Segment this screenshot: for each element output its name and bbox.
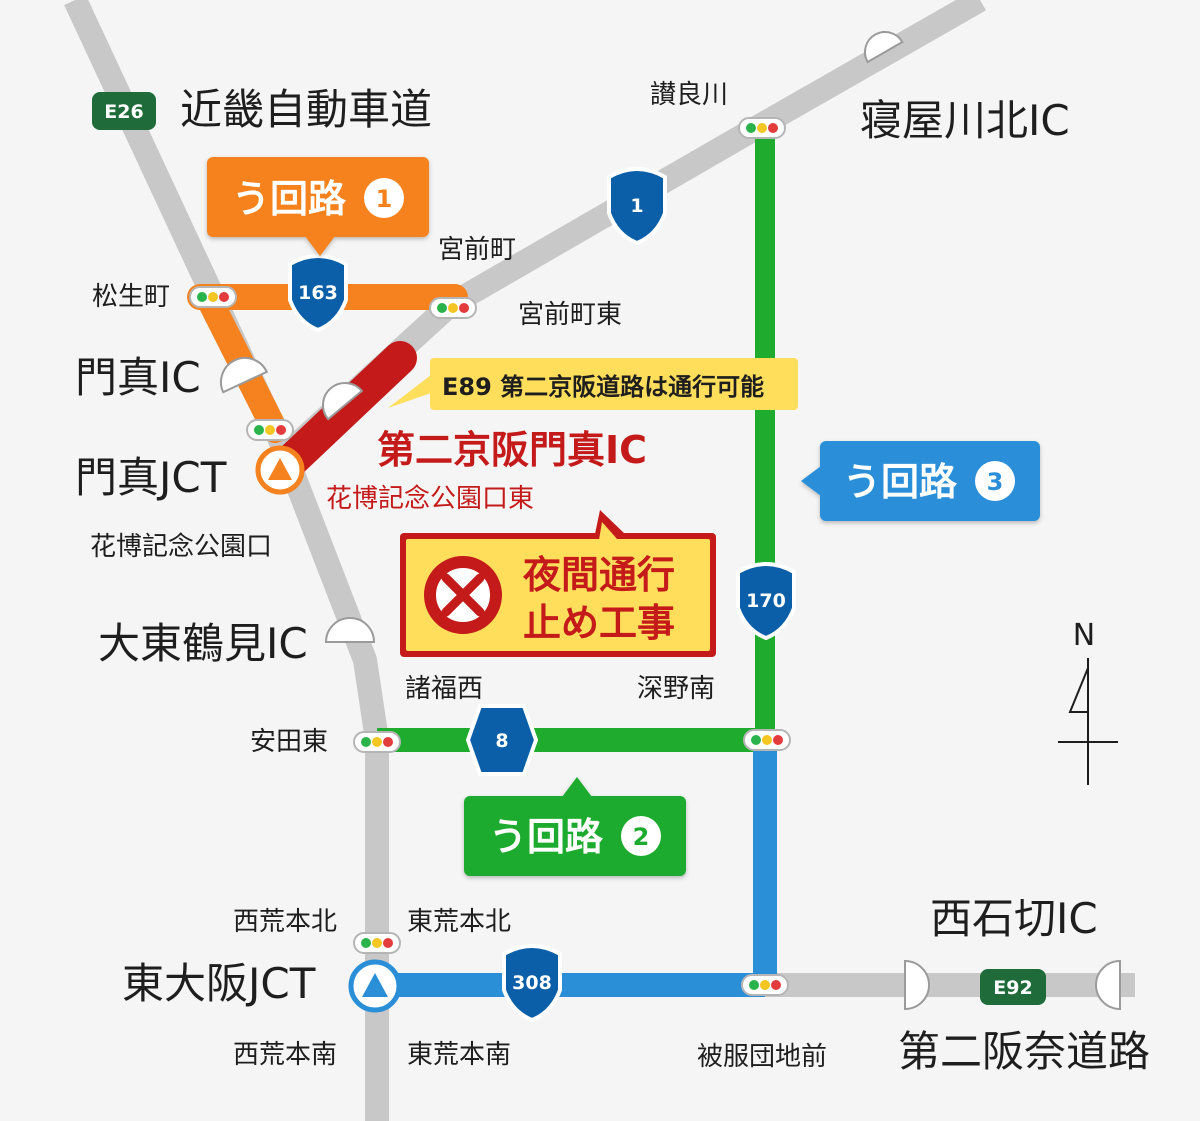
map-labels: 近畿自動車道 讃良川 寝屋川北IC 宮前町 宮前町東 松生町 門真IC 第二京阪… xyxy=(75,80,1150,1076)
e26-name: 近畿自動車道 xyxy=(180,85,432,134)
route-163-badge: 163 xyxy=(288,254,348,332)
svg-text:308: 308 xyxy=(512,972,552,994)
svg-text:3: 3 xyxy=(987,468,1004,496)
e92-badge: E92 xyxy=(980,969,1046,1005)
signal-hifukudanchimae xyxy=(741,974,789,996)
svg-text:う回路: う回路 xyxy=(489,815,604,859)
detour-3-callout: う回路 3 xyxy=(801,441,1040,521)
label-hifukudanchimae: 被服団地前 xyxy=(697,1042,827,1072)
svg-text:1: 1 xyxy=(376,185,393,213)
e26-badge: E26 xyxy=(92,92,156,130)
label-kadoma-jct: 門真JCT xyxy=(75,453,227,502)
toll-gates xyxy=(220,31,1121,1011)
route-badges: 1 163 170 8 308 xyxy=(288,167,796,1022)
signal-yasudahigashi xyxy=(353,731,401,753)
daini-keihan-gate xyxy=(322,382,364,421)
route-308-badge: 308 xyxy=(502,944,562,1022)
route-8-badge: 8 xyxy=(466,704,538,776)
label-daito-tsurumi: 大東鶴見IC xyxy=(98,619,308,668)
route-170-badge: 170 xyxy=(736,562,796,640)
label-fukanominami: 深野南 xyxy=(637,674,715,704)
label-higashiaramoto-kita: 東荒本北 xyxy=(407,907,511,937)
label-sanragawa: 讃良川 xyxy=(650,80,728,110)
label-higashiaramoto-minami: 東荒本南 xyxy=(407,1040,511,1070)
signal-aramoto xyxy=(353,932,401,954)
signal-fukanominami xyxy=(743,729,791,751)
label-hanahaku: 花博記念公園口 xyxy=(90,532,272,562)
night-closure-sign: 夜間通行 止め工事 xyxy=(400,510,716,657)
svg-text:う回路: う回路 xyxy=(232,177,347,221)
e89-note-callout: E89 第二京阪道路は通行可能 xyxy=(388,358,798,410)
svg-text:夜間通行: 夜間通行 xyxy=(522,553,675,597)
label-neyagawa-kita: 寝屋川北IC xyxy=(860,96,1070,145)
nishi-ishikiri-gate-left xyxy=(904,959,930,1011)
detour-2-callout: う回路 2 xyxy=(464,777,686,876)
svg-text:止め工事: 止め工事 xyxy=(523,601,675,645)
label-higashiosaka-jct: 東大阪JCT xyxy=(122,959,316,1008)
label-hanahaku-higashi: 花博記念公園口東 xyxy=(326,484,534,514)
label-kadoma-ic: 門真IC xyxy=(75,353,201,402)
svg-text:E89 第二京阪道路は通行可能: E89 第二京阪道路は通行可能 xyxy=(442,373,764,401)
label-daini-keihan-kadoma: 第二京阪門真IC xyxy=(377,428,647,472)
svg-text:8: 8 xyxy=(495,730,508,752)
e92-name: 第二阪奈道路 xyxy=(898,1027,1150,1076)
label-nishiaramoto-kita: 西荒本北 xyxy=(233,907,337,937)
daito-tsurumi-gate xyxy=(324,617,376,643)
svg-text:170: 170 xyxy=(746,590,786,612)
label-morofuku-nishi: 諸福西 xyxy=(405,674,483,704)
kadoma-jct-marker xyxy=(255,445,305,495)
label-matsuocho: 松生町 xyxy=(92,282,170,312)
compass-n: N xyxy=(1073,618,1095,653)
label-nishi-ishikiri: 西石切IC xyxy=(930,894,1098,943)
svg-text:2: 2 xyxy=(633,823,650,851)
label-nishiaramoto-minami: 西荒本南 xyxy=(233,1040,337,1070)
north-compass: N xyxy=(1058,618,1118,785)
route-1-badge: 1 xyxy=(607,167,667,245)
kadoma-ic-gate xyxy=(220,357,269,394)
detour-3-road xyxy=(377,740,777,997)
closed-section-road xyxy=(273,341,417,479)
closure-icon xyxy=(424,556,502,634)
signal-matsuocho xyxy=(189,286,237,308)
svg-text:う回路: う回路 xyxy=(843,460,958,504)
higashiosaka-jct-marker xyxy=(348,959,402,1013)
label-miyamaecho: 宮前町 xyxy=(438,235,516,265)
label-miyamaecho-higashi: 宮前町東 xyxy=(518,300,622,330)
nishi-ishikiri-gate-right xyxy=(1095,959,1121,1011)
signal-miyamaecho-higashi xyxy=(429,297,477,319)
detour-1-callout: う回路 1 xyxy=(207,157,429,256)
label-yasudahigashi: 安田東 xyxy=(250,727,328,757)
signal-sanragawa xyxy=(738,117,786,139)
svg-text:1: 1 xyxy=(630,195,643,217)
svg-text:E92: E92 xyxy=(993,977,1032,999)
signal-hanahaku-higashi xyxy=(246,419,294,441)
svg-text:163: 163 xyxy=(298,282,338,304)
svg-text:E26: E26 xyxy=(104,101,143,123)
